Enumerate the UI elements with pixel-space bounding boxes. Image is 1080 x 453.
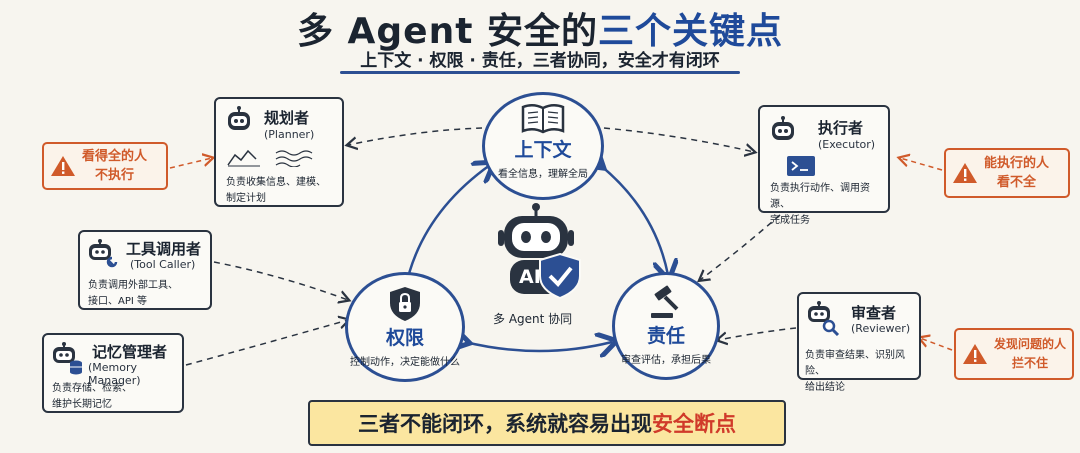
agent-card-executor: 执行者 (Executor) 负责执行动作、调用资源、 完成任务: [758, 105, 890, 226]
agent-name: 规划者: [264, 109, 310, 127]
gavel-icon: [651, 285, 679, 318]
agent-card-memory-manager: 记忆管理者 (Memory Manager) 负责存储、检索、 维护长期记忆: [42, 333, 184, 413]
ai-robot-icon: [498, 203, 581, 300]
warning-line: 发现问题的人: [994, 337, 1067, 351]
robot-icon: [772, 116, 794, 140]
agent-en-name: (Memory Manager): [88, 361, 141, 387]
robot-wrench-icon: [89, 239, 118, 268]
wave-lines-icon: [275, 150, 313, 167]
agent-name: 审查者: [851, 304, 897, 322]
agent-en-name: (Executor): [818, 138, 876, 151]
pillar-context: 上下文 看全信息，理解全局: [482, 92, 604, 200]
pillar-permission: 权限 控制动作，决定能做什么: [345, 272, 465, 382]
page-title: 多 Agent 安全的三个关键点: [0, 2, 1080, 54]
agent-desc: 负责收集信息、建模、 制定计划: [226, 175, 326, 207]
agent-desc-line: 负责审查结果、识别风险、: [805, 350, 905, 377]
subtitle-underline: [340, 71, 740, 74]
robot-icon: [228, 106, 250, 130]
warning-icon: [953, 163, 977, 183]
agent-desc-line: 给出结论: [805, 382, 845, 393]
agent-name: 工具调用者: [126, 240, 202, 258]
warning-text: 能执行的人 看不全: [984, 154, 1049, 192]
agent-card-tool-caller: 工具调用者 (Tool Caller) 负责调用外部工具、 接口、API 等: [78, 230, 212, 310]
pillar-title: 上下文: [514, 139, 572, 161]
warning-icon: [963, 344, 987, 364]
agent-card-planner: 规划者 (Planner) 负责收集信息、建模、 制定计划: [214, 97, 344, 207]
warning-line: 看得全的人: [82, 149, 148, 164]
ai-badge: AI: [519, 266, 541, 288]
warning-line: 不执行: [95, 168, 135, 183]
agent-desc: 负责执行动作、调用资源、 完成任务: [770, 181, 888, 229]
terminal-icon: [787, 156, 815, 176]
agent-name: 执行者: [818, 119, 864, 137]
warning-executor: 能执行的人 看不全: [944, 148, 1070, 198]
agent-desc-line: 负责收集信息、建模、: [226, 177, 326, 188]
agent-en-name: (Tool Caller): [130, 258, 196, 271]
center-label: 多 Agent 协同: [493, 312, 573, 326]
agent-desc-line: 维护长期记忆: [52, 399, 112, 410]
agent-desc-line: 负责执行动作、调用资源、: [770, 183, 870, 210]
warning-text: 发现问题的人 拦不住: [994, 335, 1066, 373]
warning-text: 看得全的人 不执行: [82, 147, 147, 185]
book-icon: [521, 104, 565, 134]
agent-desc-line: 完成任务: [770, 215, 810, 226]
warning-line: 看不全: [997, 175, 1037, 190]
shield-lock-icon: [390, 287, 420, 321]
title-main: 多 Agent 安全的: [297, 11, 598, 52]
agent-desc-line: 负责调用外部工具、: [88, 280, 178, 291]
agent-desc-line: 接口、API 等: [88, 296, 147, 307]
agent-desc-line: 制定计划: [226, 193, 266, 204]
agent-desc: 负责审查结果、识别风险、 给出结论: [805, 348, 919, 396]
pillar-desc: 控制动作，决定能做什么: [350, 357, 460, 368]
warning-reviewer: 发现问题的人 拦不住: [954, 328, 1074, 380]
page-subtitle: 上下文 · 权限 · 责任，三者协同，安全才有闭环: [360, 51, 720, 71]
agent-en-name: (Planner): [264, 128, 315, 141]
pillar-desc: 看全信息，理解全局: [498, 169, 588, 180]
agent-desc: 负责调用外部工具、 接口、API 等: [88, 278, 178, 310]
agent-desc-line: 负责存储、检索、: [52, 383, 132, 394]
robot-magnifier-icon: [808, 301, 840, 336]
title-highlight: 三个关键点: [597, 11, 783, 52]
line-chart-icon: [227, 149, 260, 167]
banner-text: 三者不能闭环，系统就容易出现: [358, 412, 652, 436]
agent-en-name: (Reviewer): [851, 322, 911, 335]
warning-planner: 看得全的人 不执行: [42, 142, 168, 190]
agent-card-reviewer: 审查者 (Reviewer) 负责审查结果、识别风险、 给出结论: [797, 292, 921, 393]
agent-desc: 负责存储、检索、 维护长期记忆: [52, 381, 132, 413]
warning-line: 能执行的人: [984, 156, 1050, 171]
pillar-responsibility: 责任 审查评估，承担后果: [612, 272, 720, 380]
pillar-desc: 审查评估，承担后果: [621, 355, 711, 366]
robot-database-icon: [53, 342, 82, 375]
warning-line: 拦不住: [1011, 356, 1048, 370]
pillar-title: 权限: [385, 327, 424, 349]
warning-icon: [51, 156, 75, 176]
conclusion-banner: 三者不能闭环，系统就容易出现安全断点: [308, 400, 786, 446]
banner-highlight: 安全断点: [652, 412, 736, 436]
pillar-title: 责任: [646, 325, 685, 347]
agent-name: 记忆管理者: [92, 343, 168, 361]
